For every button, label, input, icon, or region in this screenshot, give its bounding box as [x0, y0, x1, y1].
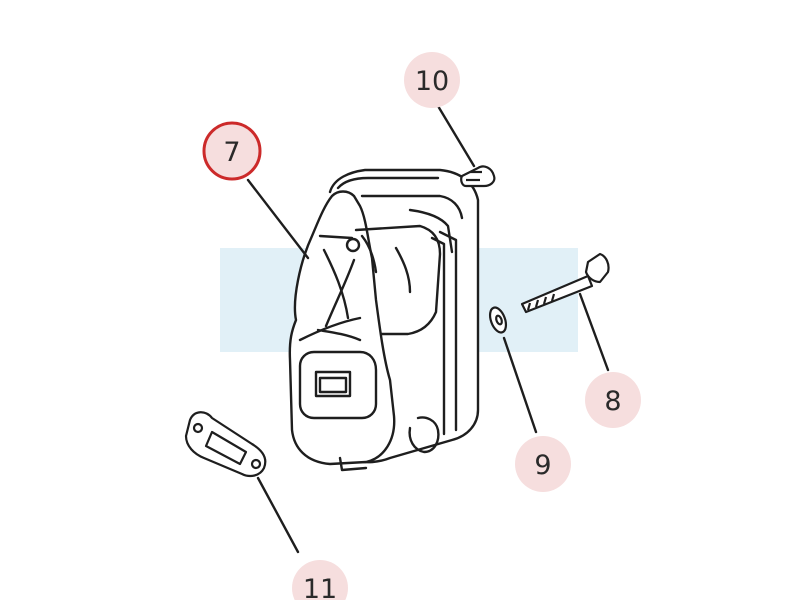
muffler-icon [288, 168, 480, 472]
leader-lines [246, 104, 610, 554]
leader-line-9 [502, 336, 538, 434]
callout-7[interactable]: 7 [202, 121, 262, 181]
callout-bubble-10 [404, 52, 460, 108]
callout-8[interactable]: 8 [585, 372, 641, 428]
callout-bubble-8 [585, 372, 641, 428]
callout-bubble-11 [292, 560, 348, 600]
leader-line-7 [246, 178, 310, 260]
bolt-icon [520, 252, 610, 314]
leader-line-11 [256, 476, 300, 554]
screw-icon [460, 165, 496, 188]
leader-line-10 [436, 104, 476, 168]
callout-bubble-7 [202, 121, 262, 181]
callout-label-8: 8 [604, 386, 621, 417]
callout-bubble-9 [515, 436, 571, 492]
callout-label-10: 10 [415, 66, 449, 97]
callout-label-9: 9 [534, 450, 551, 481]
gasket-icon [184, 411, 267, 478]
washer-icon [488, 306, 508, 334]
callout-label-11: 11 [303, 574, 337, 600]
callout-10[interactable]: 10 [404, 52, 460, 108]
callout-9[interactable]: 9 [515, 436, 571, 492]
callout-11[interactable]: 11 [292, 560, 348, 600]
callout-label-7: 7 [223, 137, 240, 168]
leader-line-8 [578, 292, 610, 372]
